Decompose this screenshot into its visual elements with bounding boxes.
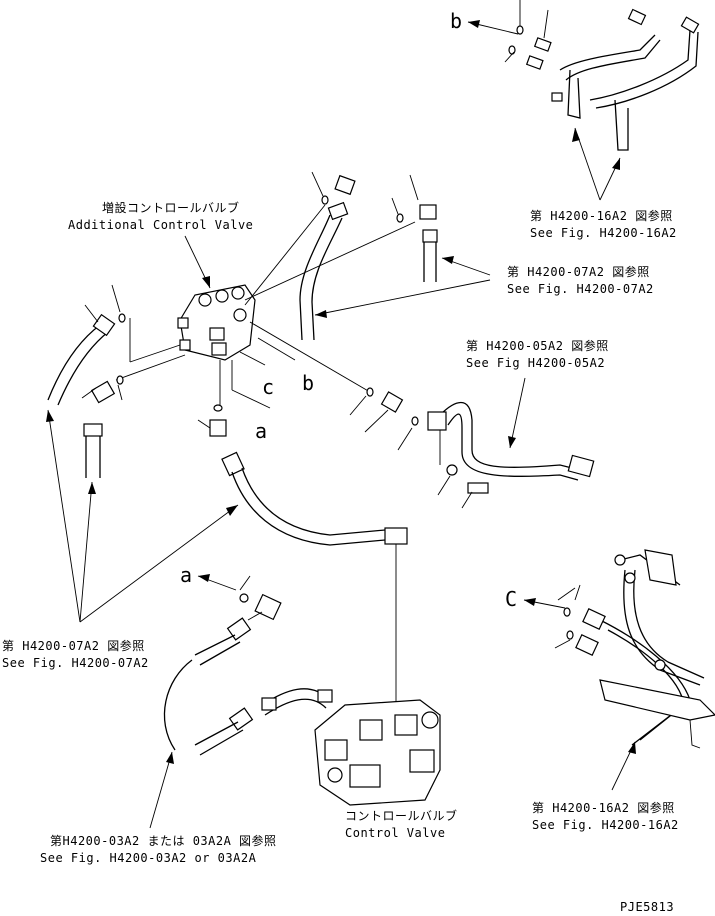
ref-16a2-bottom-en: See Fig. H4200-16A2 bbox=[532, 818, 679, 832]
ref-03a2-jp: 第H4200-03A2 または 03A2A 図参照 bbox=[50, 833, 277, 848]
letter-a-lower: a bbox=[180, 563, 192, 587]
ref-16a2-top-jp: 第 H4200-16A2 図参照 bbox=[530, 208, 673, 223]
additional-valve-jp: 増設コントロールバルブ bbox=[102, 200, 240, 215]
letter-b-mid: b bbox=[302, 371, 314, 395]
ref-07a2-left-jp: 第 H4200-07A2 図参照 bbox=[2, 638, 145, 653]
main-control-valve bbox=[314, 699, 441, 806]
ref-07a2-right-jp: 第 H4200-07A2 図参照 bbox=[507, 264, 650, 279]
ref-16a2-bottom-jp: 第 H4200-16A2 図参照 bbox=[532, 800, 675, 815]
left-hoses bbox=[47, 284, 126, 478]
additional-valve-en: Additional Control Valve bbox=[68, 218, 253, 232]
letter-c-mid: c bbox=[262, 375, 274, 399]
letter-c-right: C bbox=[505, 587, 517, 611]
top-right-pipe-assembly bbox=[504, 0, 700, 151]
ref-05a2-en: See Fig H4200-05A2 bbox=[466, 356, 605, 370]
letter-a-mid: a bbox=[255, 419, 267, 443]
middle-long-hose bbox=[197, 404, 408, 728]
bottom-right-pipe-assembly bbox=[554, 549, 715, 749]
ref-03a2-en: See Fig. H4200-03A2 or 03A2A bbox=[40, 851, 257, 865]
ref-07a2-right-en: See Fig. H4200-07A2 bbox=[507, 282, 654, 296]
control-valve-en: Control Valve bbox=[345, 826, 445, 840]
control-valve-jp: コントロールバルブ bbox=[345, 808, 458, 823]
lower-left-hose bbox=[163, 617, 333, 756]
ref-16a2-top-en: See Fig. H4200-16A2 bbox=[530, 226, 677, 240]
ref-07a2-left-en: See Fig. H4200-07A2 bbox=[2, 656, 149, 670]
letter-b-top: b bbox=[450, 9, 462, 33]
right-mid-pipe bbox=[349, 387, 595, 509]
upper-hoses bbox=[299, 171, 438, 341]
ref-05a2-jp: 第 H4200-05A2 図参照 bbox=[466, 338, 609, 353]
additional-control-valve bbox=[177, 284, 256, 361]
drawing-code: PJE5813 bbox=[620, 900, 674, 914]
